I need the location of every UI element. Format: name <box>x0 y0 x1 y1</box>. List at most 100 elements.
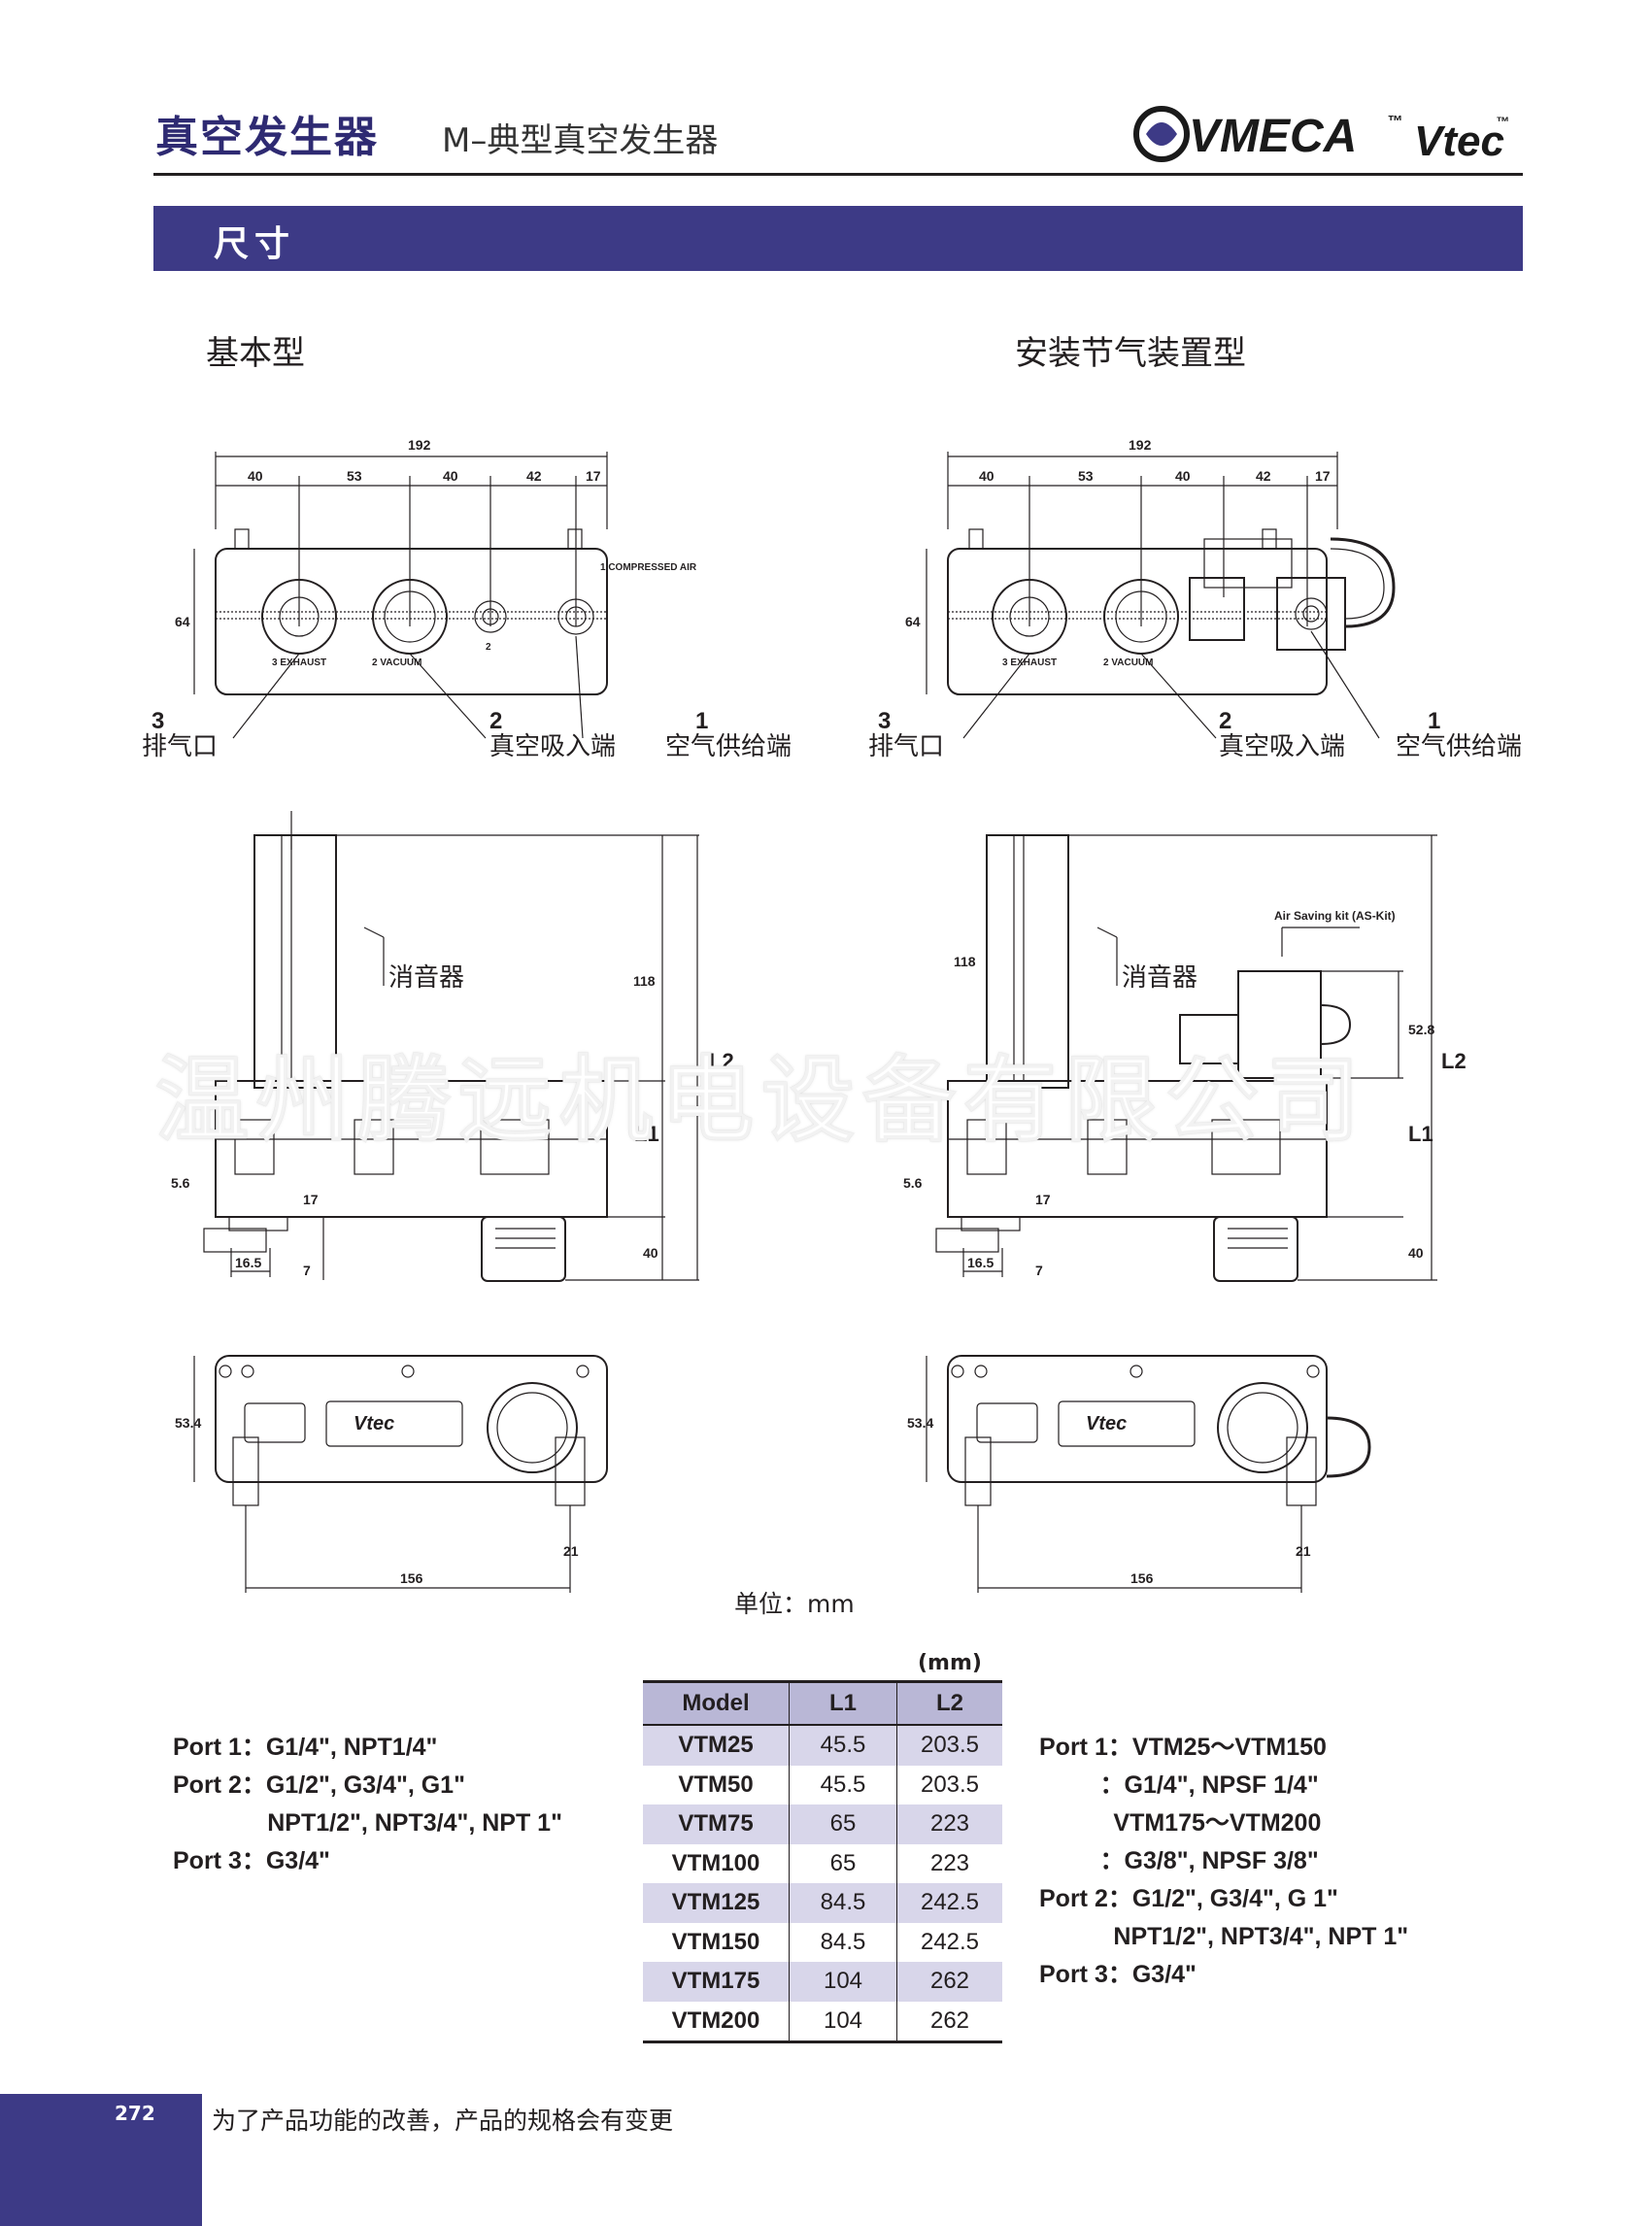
r-callout-2-num: 2 <box>1219 708 1231 734</box>
r-dim-17: 17 <box>1035 1192 1051 1207</box>
r-callout-3-num: 3 <box>878 708 891 734</box>
dim-seg-4: 42 <box>526 468 542 484</box>
table-cell-l1: 104 <box>789 1962 897 2002</box>
r-dim-height: 64 <box>905 614 921 629</box>
muffler-label: 消音器 <box>388 962 464 992</box>
callout-2-num: 2 <box>489 708 502 734</box>
r-dim-53-4: 53.4 <box>907 1415 933 1431</box>
footer-block <box>0 2094 202 2226</box>
dim-muffler-h: 118 <box>633 973 656 989</box>
table-header-row: Model L1 L2 <box>643 1680 1002 1726</box>
r-body-label-exhaust: 3 EXHAUST <box>1002 658 1057 668</box>
callout-3-num: 3 <box>152 708 164 734</box>
ports-right-line-3: VTM175～VTM200 <box>1039 1809 1322 1837</box>
section-bar <box>153 206 1523 271</box>
r-dim-seg-4: 42 <box>1256 468 1271 484</box>
table-cell-l2: 242.5 <box>896 1922 1002 1962</box>
dim-7: 7 <box>303 1263 311 1278</box>
right-heading: 安装节气装置型 <box>1015 334 1246 373</box>
logo-vmeca-text: VMECA <box>1189 111 1357 162</box>
r-callout-1-num: 1 <box>1428 708 1440 734</box>
dim-5-6: 5.6 <box>171 1175 190 1191</box>
r-dim-52-8: 52.8 <box>1408 1022 1434 1037</box>
dim-53-4: 53.4 <box>175 1415 201 1431</box>
table-cell-model: VTM25 <box>643 1725 790 1766</box>
table-cell-l2: 223 <box>896 1843 1002 1883</box>
ports-left-line-3: NPT1/2", NPT3/4", NPT 1" <box>173 1809 562 1837</box>
r-dim-5-6: 5.6 <box>903 1175 923 1191</box>
body-label-compressed: 1 COMPRESSED AIR <box>600 562 697 573</box>
table-cell-model: VTM175 <box>643 1962 790 2002</box>
front-logo-text: Vtec <box>354 1413 394 1434</box>
table-cell-l1: 65 <box>789 1843 897 1883</box>
callout-vacuum-label: 真空吸入端 <box>489 731 616 760</box>
unit-label: 单位：mm <box>734 1590 855 1618</box>
table-cell-l2: 223 <box>896 1804 1002 1844</box>
ports-left-line-4: Port 3：G3/4" <box>173 1847 330 1874</box>
right-top-view-drawing: 192 40 53 40 42 17 64 2 VACUUM 3 EXHAUST… <box>868 437 1522 760</box>
table-cell-model: VTM200 <box>643 2001 790 2043</box>
r-front-logo-text: Vtec <box>1086 1413 1127 1434</box>
table-cell-model: VTM125 <box>643 1883 790 1923</box>
body-label-vacuum: 2 VACUUM <box>372 658 421 668</box>
table-cell-l2: 203.5 <box>896 1765 1002 1804</box>
right-front-view-drawing: Vtec 53.4 21 156 <box>907 1355 1371 1593</box>
logo-vtec-text: Vtec <box>1414 118 1504 165</box>
body-label-two: 2 <box>486 642 491 653</box>
r-callout-air-label: 空气供给端 <box>1396 731 1522 760</box>
table-cell-l2: 242.5 <box>896 1883 1002 1923</box>
left-side-view-drawing: 消音器 118 L2 L1 40 5.6 17 7 16.5 <box>171 811 734 1282</box>
left-heading: 基本型 <box>206 334 305 373</box>
logo-tm-mark: ™ <box>1387 114 1402 130</box>
r-dim-156: 156 <box>1130 1570 1154 1586</box>
ports-right-line-5: Port 2：G1/2", G3/4", G 1" <box>1039 1885 1338 1912</box>
page-subtitle: M–典型真空发生器 <box>442 121 719 160</box>
table-cell-l1: 45.5 <box>789 1765 897 1804</box>
left-top-view-drawing: 192 40 53 40 42 17 64 1 COMPRESSED AIR 2… <box>142 437 792 760</box>
r-body-label-vacuum: 2 VACUUM <box>1103 658 1153 668</box>
r-callout-exhaust-label: 排气口 <box>868 731 944 760</box>
r-dim-21: 21 <box>1296 1543 1311 1559</box>
table-cell-l1: 45.5 <box>789 1725 897 1766</box>
ports-right-line-4: ：G3/8", NPSF 3/8" <box>1039 1847 1319 1874</box>
dim-21: 21 <box>563 1543 579 1559</box>
dim-seg-3: 40 <box>443 468 458 484</box>
ports-right-line-6: NPT1/2", NPT3/4", NPT 1" <box>1039 1923 1409 1950</box>
ports-left-line-2: Port 2：G1/2", G3/4", G1" <box>173 1771 465 1799</box>
dim-base-h: 40 <box>643 1245 658 1261</box>
dim-156: 156 <box>400 1570 423 1586</box>
table-cell-l2: 262 <box>896 1962 1002 2002</box>
table-header-l2: L2 <box>896 1680 1002 1726</box>
dim-17: 17 <box>303 1192 319 1207</box>
dim-height: 64 <box>175 614 190 629</box>
ports-right: Port 1：VTM25～VTM150 ：G1/4", NPSF 1/4" VT… <box>1039 1729 1408 1994</box>
table-header-l1: L1 <box>789 1680 897 1726</box>
right-side-view-drawing: Air Saving kit (AS-Kit) 消音器 118 52.8 L2 … <box>903 834 1467 1282</box>
table-cell-model: VTM50 <box>678 1771 754 1798</box>
table-cell-l1: 84.5 <box>789 1922 897 1962</box>
dim-L1: L1 <box>634 1122 659 1146</box>
r-muffler-label: 消音器 <box>1122 962 1197 992</box>
dim-seg-2: 53 <box>347 468 362 484</box>
page-number: 272 <box>115 2102 155 2125</box>
logo-tm-mark-2: ™ <box>1496 114 1509 129</box>
table-cell-model: VTM150 <box>671 1928 760 1955</box>
table-cell-model: VTM100 <box>671 1849 760 1876</box>
ports-left-line-1: Port 1：G1/4", NPT1/4" <box>173 1734 438 1761</box>
vmeca-vtec-logo: VMECA ™ Vtec ™ <box>1133 106 1509 165</box>
r-dim-L2: L2 <box>1441 1049 1467 1073</box>
dim-total: 192 <box>408 437 431 453</box>
table-cell-l1: 104 <box>789 2001 897 2043</box>
footer-note: 为了产品功能的改善，产品的规格会有变更 <box>212 2107 674 2135</box>
table-cell-l2: 262 <box>896 2001 1002 2043</box>
logo-swirl-icon <box>1133 106 1190 162</box>
ports-right-line-7: Port 3：G3/4" <box>1039 1961 1197 1988</box>
table-unit-label: (mm) <box>918 1651 982 1675</box>
